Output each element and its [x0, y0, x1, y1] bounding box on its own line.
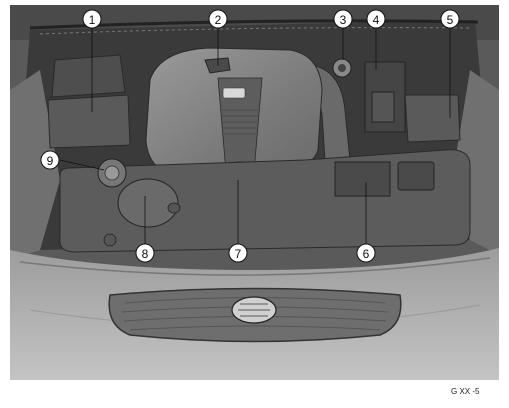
callout-6-label: 6 [363, 247, 370, 261]
callout-2-label: 2 [215, 13, 222, 27]
module-4-block [371, 91, 395, 123]
callout-7: 7 [228, 243, 248, 263]
callout-4-label: 4 [373, 13, 380, 27]
air-filter-housing [51, 54, 126, 98]
leader-lines [59, 28, 451, 244]
callout-9: 9 [40, 150, 60, 170]
callout-markers: 1 2 3 4 5 6 7 8 [40, 9, 460, 263]
callout-3-label: 3 [340, 13, 347, 27]
watermark-text: WWW.ICAUTO.COM [362, 389, 509, 406]
callout-4: 4 [366, 9, 386, 29]
fuse-box-left [47, 94, 131, 149]
oil-filler-cap-2 [204, 57, 231, 74]
panel-fastener [103, 233, 117, 247]
bumper-crease [19, 257, 491, 276]
grille-badge-mark [238, 303, 270, 317]
left-fender [10, 70, 60, 260]
washer-reservoir-8 [117, 178, 179, 228]
coolant-cap-center [104, 165, 120, 181]
callout-3: 3 [333, 9, 353, 29]
engine-cover-ribs [222, 109, 258, 135]
callout-1-label: 1 [89, 13, 96, 27]
callout-8: 8 [135, 243, 155, 263]
caption-band [10, 380, 499, 408]
callout-9-label: 9 [47, 154, 54, 168]
battery-box-right [404, 94, 461, 143]
callout-8-label: 8 [142, 247, 149, 261]
callout-1: 1 [82, 9, 102, 29]
callout-6: 6 [356, 243, 376, 263]
figure-code: G XX -5 [451, 387, 480, 396]
wiring-loom-top [39, 27, 471, 35]
reservoir-cap-center [338, 64, 346, 72]
callout-2: 2 [208, 9, 228, 29]
fuse-box-6 [334, 161, 391, 197]
callout-7-label: 7 [235, 247, 242, 261]
callout-5-label: 5 [447, 13, 454, 27]
engine-cover-logo [222, 87, 246, 99]
relay-box [397, 161, 435, 191]
callout-5: 5 [440, 9, 460, 29]
washer-cap [167, 202, 181, 214]
